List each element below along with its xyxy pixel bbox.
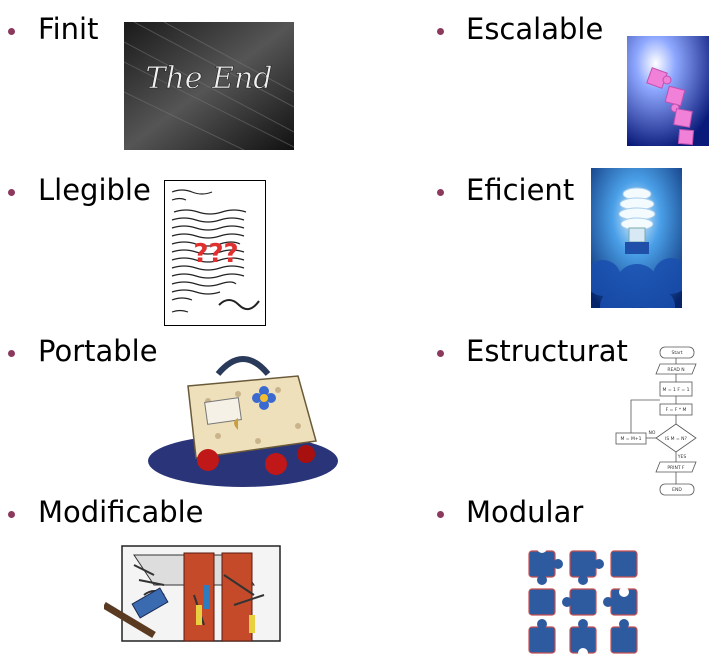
the-end-text: The End <box>145 61 272 96</box>
item-label-modificable: Modificable <box>38 495 204 529</box>
item-label-portable: Portable <box>38 334 158 368</box>
item-label-finit: Finit <box>38 12 99 46</box>
flowchart-no: NO <box>649 430 656 436</box>
item-label-llegible: Llegible <box>38 173 151 207</box>
bullet <box>437 28 444 35</box>
toolbox-image <box>104 545 282 645</box>
bullet <box>437 189 444 196</box>
flowchart-image: Start READ N M = 1 F = 1 F = F * M IS M … <box>612 344 712 502</box>
flowchart-decision: IS M = N? <box>665 436 687 442</box>
suitcase-image <box>148 346 338 490</box>
flowchart-start: Start <box>672 350 683 356</box>
bullet <box>8 511 15 518</box>
flowchart-init: M = 1 F = 1 <box>663 387 690 393</box>
bullet <box>8 28 15 35</box>
flowchart-read: READ N <box>667 367 684 373</box>
question-marks-text: ??? <box>193 239 238 269</box>
item-label-modular: Modular <box>466 495 584 529</box>
blue-puzzle-grid-image <box>526 548 640 656</box>
flowchart-yes: YES <box>677 454 687 460</box>
flowchart-increment: M = M+1 <box>620 436 641 442</box>
flowchart-end: END <box>672 487 682 493</box>
handwritten-letter-image: ??? <box>164 180 266 326</box>
bullet <box>8 350 15 357</box>
pink-puzzle-pieces-image <box>627 36 709 146</box>
item-label-eficient: Eficient <box>466 173 575 207</box>
light-bulb-image <box>591 168 682 308</box>
bullet <box>8 189 15 196</box>
flowchart-multiply: F = F * M <box>666 407 687 413</box>
bullet <box>437 511 444 518</box>
item-label-escalable: Escalable <box>466 12 604 46</box>
bullet <box>437 350 444 357</box>
item-label-estructurat: Estructurat <box>466 334 628 368</box>
flowchart-print: PRINT F <box>667 465 685 471</box>
the-end-title-card-image: The End <box>124 22 294 150</box>
